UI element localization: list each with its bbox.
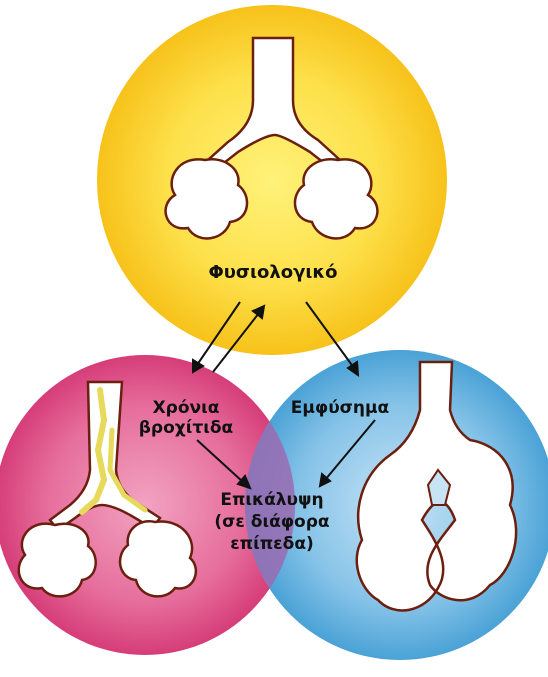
label-bronchitis-line1: Χρόνια [153,398,220,418]
label-overlap-line2: (σε διάφορα [214,512,329,532]
label-overlap-line1: Επικάλυψη [220,490,323,510]
label-bronchitis-line2: βροχίτιδα [139,418,233,438]
label-emphysema: Εμφύσημα [291,398,389,418]
label-normal: Φυσιολογικό [208,262,337,283]
label-overlap-line3: επίπεδα) [230,534,314,554]
